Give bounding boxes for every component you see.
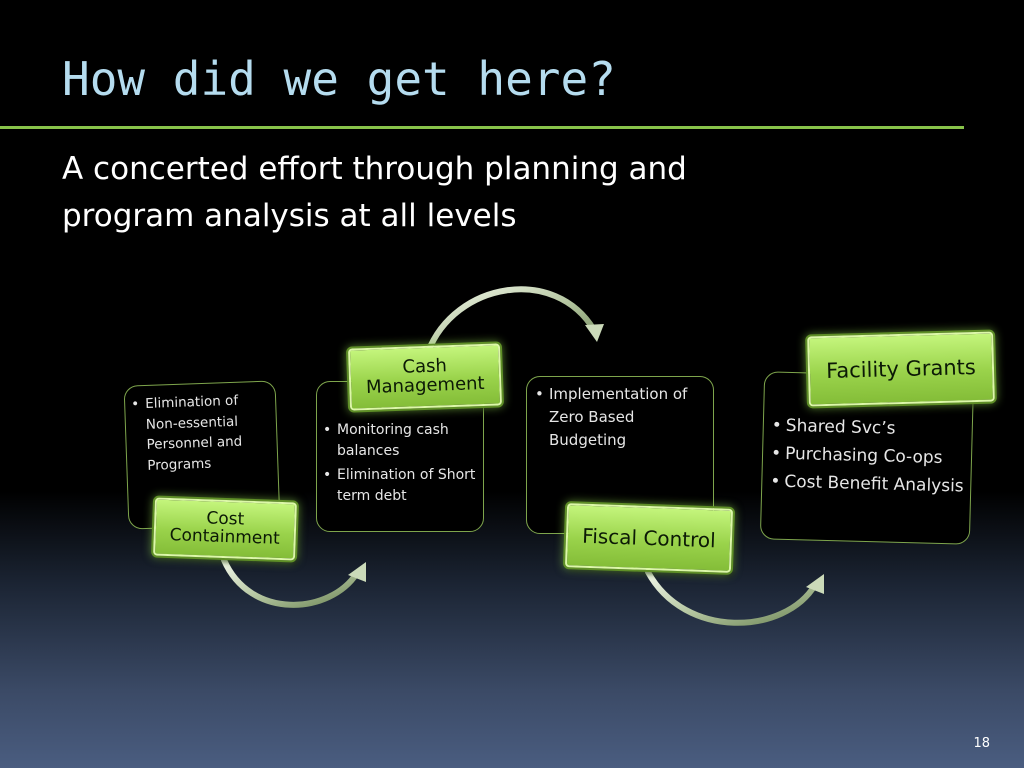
list-item: Implementation of Zero Based Budgeting: [535, 383, 707, 452]
label-line: Management: [365, 372, 485, 399]
fiscal-control-label: Fiscal Control: [564, 503, 734, 573]
list-item: Shared Svc’s: [771, 413, 966, 444]
list-item: Monitoring cash balances: [323, 420, 477, 462]
arrow-fiscal-to-facility: [645, 569, 824, 626]
list-item: Elimination of Non-essential Personnel a…: [131, 390, 270, 477]
label-line: Containment: [169, 525, 281, 549]
slide-number: 18: [973, 736, 990, 751]
slide-subtitle: A concerted effort through planning and …: [62, 151, 687, 234]
cash-management-box: Monitoring cash balances Elimination of …: [316, 381, 484, 532]
label-line: Fiscal Control: [581, 523, 717, 552]
arrow-cash-to-fiscal: [425, 286, 604, 355]
cost-containment-label: Cost Containment: [153, 497, 297, 561]
slide-title: How did we get here?: [62, 52, 616, 106]
title-divider: [0, 126, 964, 129]
list-item: Cost Benefit Analysis: [770, 468, 965, 499]
list-item: Elimination of Short term debt: [323, 465, 477, 507]
facility-grants-label: Facility Grants: [807, 331, 995, 407]
arrow-cost-to-cash: [221, 557, 366, 608]
list-item: Purchasing Co-ops: [771, 440, 966, 471]
cash-management-label: Cash Management: [347, 343, 503, 411]
label-line: Facility Grants: [825, 355, 977, 383]
